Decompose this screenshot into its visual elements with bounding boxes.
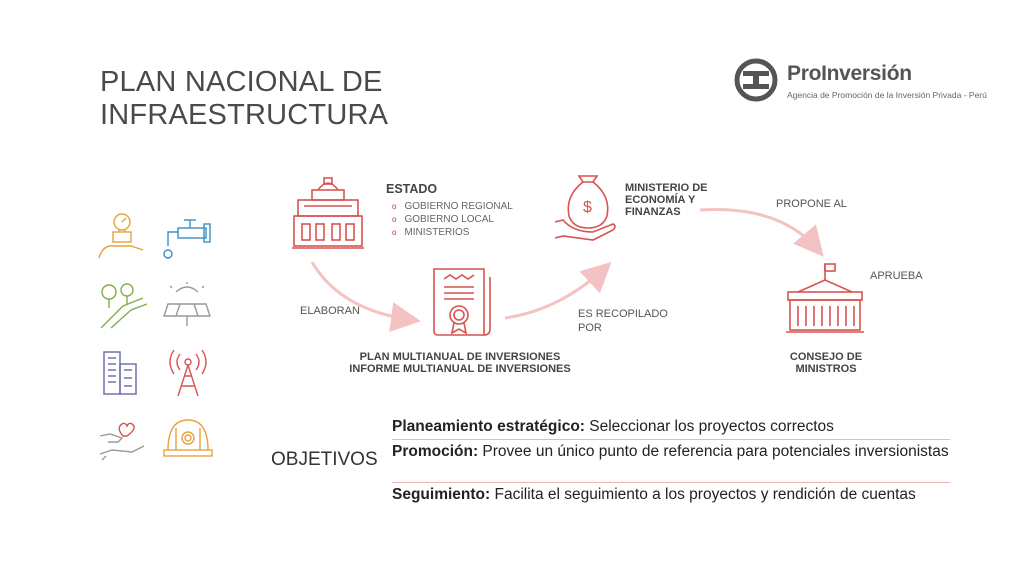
- arrow-elaboran: [310, 261, 421, 332]
- objetivo-divider-1: [392, 439, 950, 440]
- antenna-tower-icon: [169, 349, 207, 397]
- svg-text:$: $: [583, 199, 592, 216]
- objetivos-label: OBJETIVOS: [271, 449, 378, 470]
- buildings-icon: [103, 351, 137, 395]
- proinversion-logo-icon: [734, 58, 778, 102]
- objetivo-promocion: Promoción: Provee un único punto de refe…: [392, 442, 952, 461]
- government-palace-icon: [786, 263, 864, 333]
- recopilado-label: ES RECOPILADO POR: [578, 308, 668, 334]
- estado-item-ministerios: MINISTERIOS: [392, 226, 513, 239]
- mining-helmet-icon: [163, 419, 213, 457]
- arrow-propone: [699, 208, 824, 257]
- building-icon: [292, 177, 364, 249]
- aprueba-label: APRUEBA: [870, 270, 923, 282]
- objetivo-seguimiento: Seguimiento: Facilita el seguimiento a l…: [392, 485, 952, 504]
- money-bag-hand-icon: $: [554, 175, 616, 241]
- objetivo-promocion-term: Promoción:: [392, 443, 479, 460]
- objetivo-promocion-text: Provee un único punto de referencia para…: [478, 443, 949, 460]
- arrow-recopilado: [504, 261, 612, 320]
- objetivo-divider-2: [392, 482, 950, 483]
- objetivo-seguimiento-text: Facilita el seguimiento a los proyectos …: [490, 486, 916, 503]
- estado-list: GOBIERNO REGIONAL GOBIERNO LOCAL MINISTE…: [392, 200, 513, 239]
- logo-name: ProInversión: [787, 62, 912, 85]
- propone-label: PROPONE AL: [776, 198, 847, 210]
- page-title: PLAN NACIONAL DE INFRAESTRUCTURA: [100, 66, 388, 132]
- certificate-icon: [433, 268, 491, 336]
- mef-label: MINISTERIO DE ECONOMÍA Y FINANZAS: [625, 182, 708, 218]
- consejo-label: CONSEJO DE MINISTROS: [789, 351, 863, 375]
- estado-label: ESTADO: [386, 182, 438, 196]
- hands-heart-icon: [99, 422, 145, 461]
- elaboran-label: ELABORAN: [300, 305, 360, 317]
- objetivo-planeamiento: Planeamiento estratégico: Seleccionar lo…: [392, 417, 952, 436]
- solar-panel-icon: [163, 282, 211, 326]
- objetivo-planeamiento-term: Planeamiento estratégico:: [392, 418, 585, 435]
- estado-item-local: GOBIERNO LOCAL: [392, 213, 513, 226]
- title-line-1: PLAN NACIONAL DE: [100, 66, 383, 98]
- title-line-2: INFRAESTRUCTURA: [100, 99, 389, 131]
- objetivo-seguimiento-term: Seguimiento:: [392, 486, 491, 503]
- estado-item-regional: GOBIERNO REGIONAL: [392, 200, 512, 213]
- water-tap-icon: [163, 219, 211, 259]
- logo-subtitle: Agencia de Promoción de la Inversión Pri…: [787, 90, 987, 100]
- road-trees-icon: [100, 283, 148, 329]
- objetivo-planeamiento-text: Seleccionar los proyectos correctos: [584, 418, 834, 435]
- gas-meter-icon: [98, 213, 144, 259]
- plan-multianual-label: PLAN MULTIANUAL DE INVERSIONES INFORME M…: [349, 351, 571, 375]
